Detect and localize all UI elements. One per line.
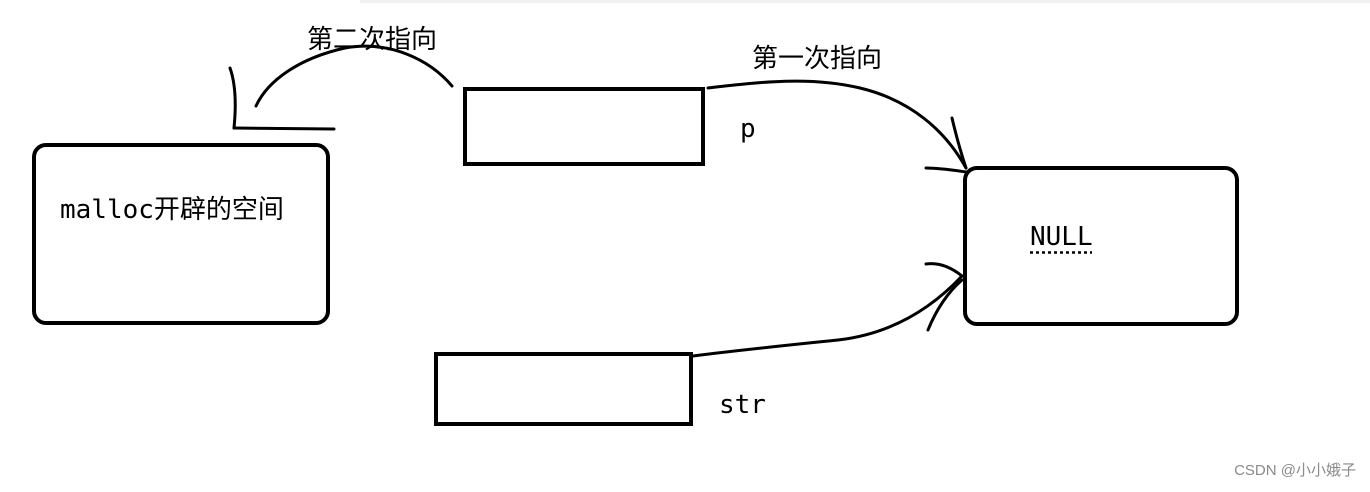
first-point-arrowhead-a: [950, 116, 968, 170]
null-box: [963, 166, 1239, 326]
pointer-p-label: p: [740, 114, 756, 144]
first-point-label: 第一次指向: [752, 44, 883, 74]
str-point-curve: [691, 274, 964, 358]
second-point-arrowhead-a: [228, 66, 237, 130]
first-point-arrowhead-b: [924, 166, 968, 174]
second-point-curve: [254, 44, 454, 108]
malloc-space-box: [32, 143, 330, 325]
pointer-p-box: [463, 87, 705, 166]
pointer-str-box: [434, 352, 693, 426]
str-point-arrowhead-a: [924, 262, 964, 278]
pointer-str-label: str: [719, 390, 766, 420]
first-point-curve: [706, 79, 968, 170]
second-point-arrowhead-b: [232, 126, 336, 131]
null-label: NULL: [1030, 222, 1093, 252]
str-point-arrowhead-b: [926, 278, 964, 332]
watermark: CSDN @小小娥子: [1234, 462, 1356, 479]
top-border-strip: [360, 0, 1370, 3]
malloc-space-label: malloc开辟的空间: [60, 195, 284, 225]
second-point-label: 第二次指向: [307, 25, 438, 55]
